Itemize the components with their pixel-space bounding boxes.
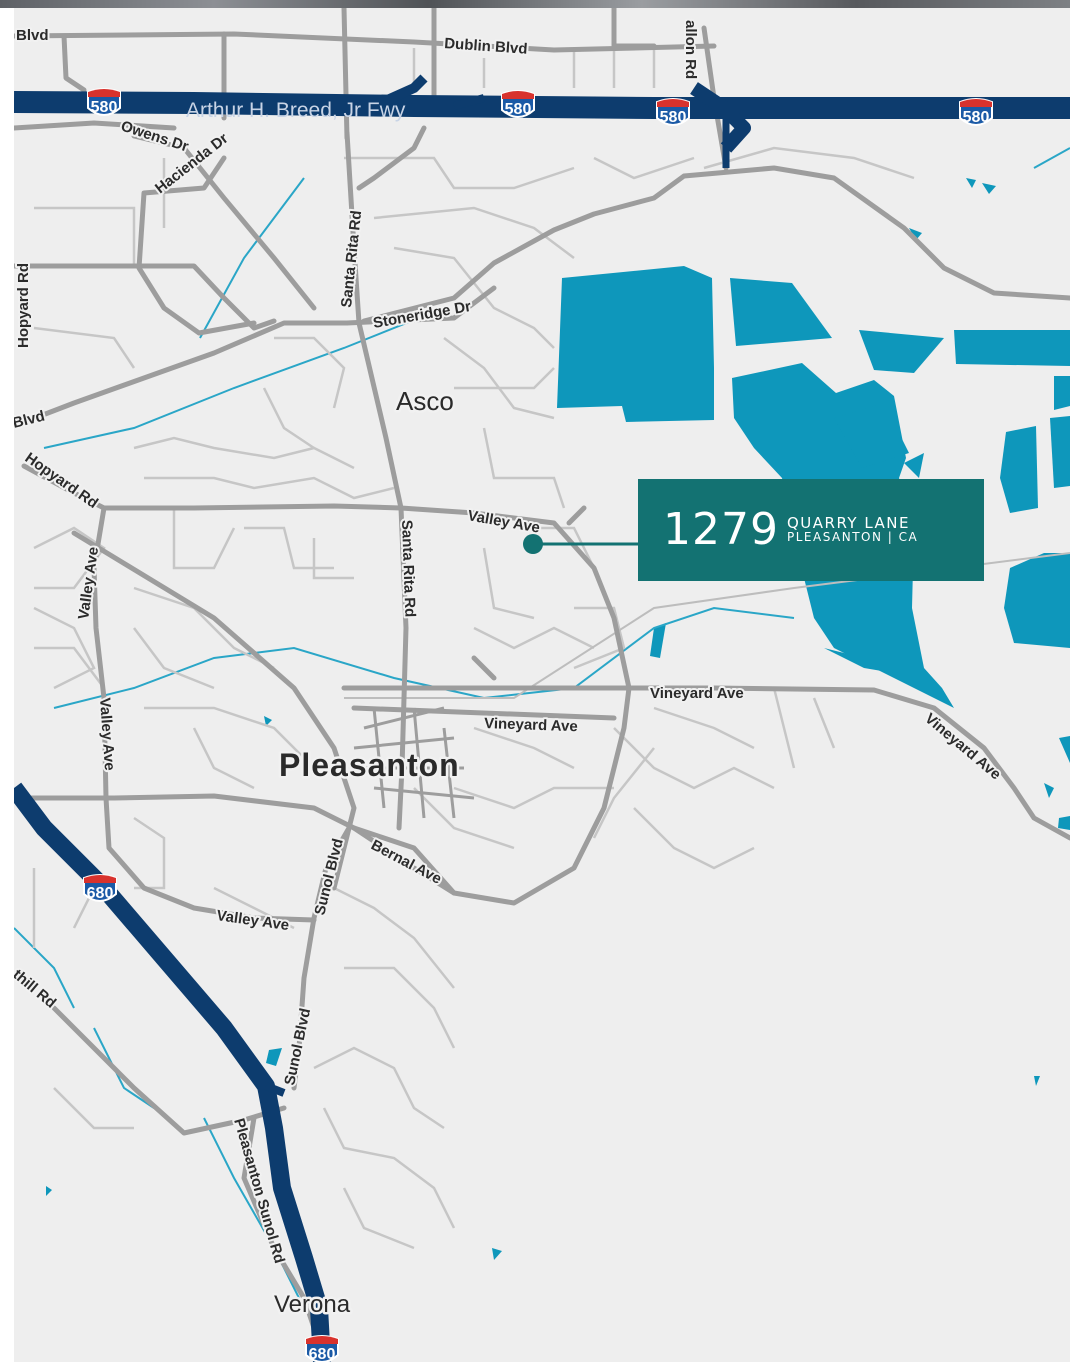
road-label-stoneridge-dr: Stoneridge Dr: [372, 298, 473, 332]
road-label-hopyard-rd-vertical: Hopyard Rd: [15, 263, 32, 348]
road-label-vineyard-ave-3: Vineyard Ave: [921, 710, 1004, 783]
road-label-foothill-rd: thill Rd: [14, 966, 59, 1012]
callout-address-text: QUARRY LANE PLEASANTON | CA: [787, 516, 918, 544]
place-label-asco: Asco: [396, 386, 454, 416]
road-label-blvd-top: Blvd: [16, 27, 49, 44]
shield-680-2: 680: [305, 1335, 339, 1362]
shield-580-3: 580: [656, 98, 690, 126]
freeways: [14, 74, 1070, 1362]
shield-580-1-number: 580: [91, 99, 118, 116]
shield-580-2: 580: [501, 90, 535, 118]
top-photo-strip: [0, 0, 1070, 8]
shield-580-3-number: 580: [660, 109, 687, 126]
freeway-name-label: Arthur H. Breed, Jr Fwy: [186, 99, 406, 122]
road-label-sunol-blvd-north: Sunol Blvd: [311, 837, 346, 917]
major-roads: [14, 8, 1070, 1331]
place-label-pleasanton: Pleasanton: [279, 747, 460, 783]
road-label-valley-ave-east: Valley Ave: [466, 507, 541, 536]
road-label-valley-ave-west: Valley Ave: [75, 546, 102, 621]
map-view[interactable]: Arthur H. Breed, Jr Fwy 580 580 580 580 …: [14, 8, 1070, 1362]
map-canvas: Arthur H. Breed, Jr Fwy 580 580 580 580 …: [14, 8, 1070, 1362]
road-label-sunol-blvd-south: Sunol Blvd: [281, 1007, 314, 1087]
shield-680-2-number: 680: [309, 1346, 336, 1362]
shield-580-1: 580: [87, 88, 121, 116]
shield-580-2-number: 580: [505, 101, 532, 118]
road-label-valley-ave-south: Valley Ave: [215, 907, 290, 934]
place-label-verona: Verona: [274, 1291, 351, 1318]
road-label-blvd-left: Blvd: [14, 408, 47, 432]
road-label-fallon-rd: allon Rd: [682, 20, 699, 79]
minor-streets: [32, 48, 915, 1250]
shield-580-4: 580: [959, 98, 993, 126]
downtown-grid: [353, 706, 475, 819]
road-label-valley-ave-west-lower: Valley Ave: [96, 697, 118, 771]
shield-680-1-number: 680: [87, 885, 114, 902]
road-label-owens-dr: Owens Dr: [119, 118, 191, 156]
shield-680-1: 680: [83, 874, 117, 902]
address-callout[interactable]: 1279 QUARRY LANE PLEASANTON | CA: [638, 479, 984, 581]
road-label-vineyard-ave-1: Vineyard Ave: [650, 685, 744, 702]
road-label-dublin-blvd: Dublin Blvd: [444, 35, 528, 58]
road-label-vineyard-ave-2: Vineyard Ave: [484, 715, 578, 735]
callout-street-name: QUARRY LANE: [786, 514, 911, 532]
shield-580-4-number: 580: [963, 109, 990, 126]
road-label-hopyard-rd-diagonal: Hopyard Rd: [22, 449, 101, 512]
callout-street-number: 1279: [663, 504, 779, 555]
callout-city-state: PLEASANTON | CA: [786, 530, 919, 544]
road-label-santa-rita-rd-north: Santa Rita Rd: [338, 210, 365, 309]
road-label-santa-rita-rd-south: Santa Rita Rd: [398, 520, 418, 618]
location-marker[interactable]: [523, 534, 543, 554]
